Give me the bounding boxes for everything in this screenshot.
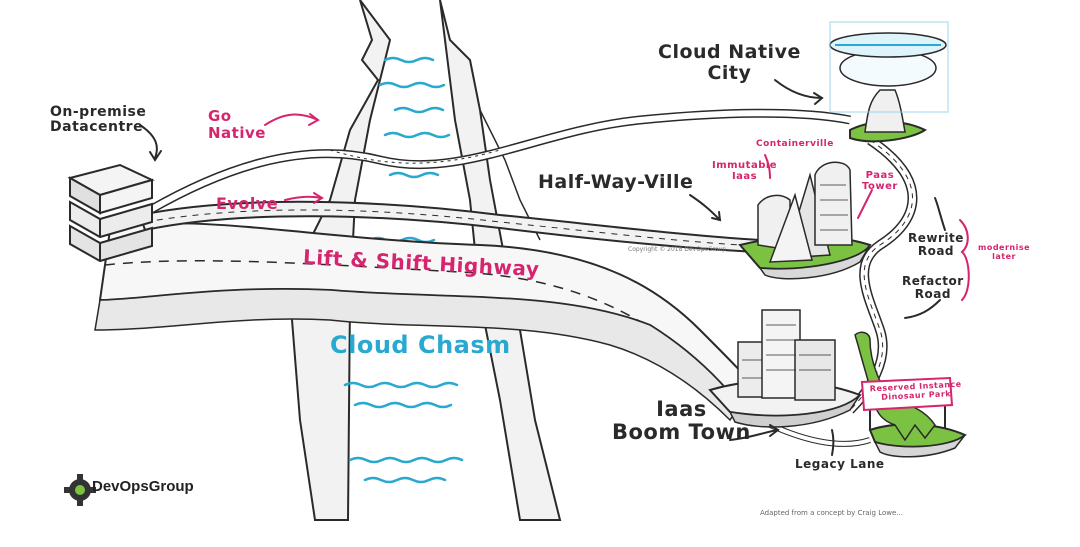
cloud-native-city-label: Cloud Native City — [658, 41, 801, 84]
on-premise-label: On-premise Datacentre — [50, 104, 147, 136]
server-stack-icon — [67, 163, 155, 263]
half-way-ville-label: Half-Way-Ville — [538, 171, 694, 193]
rewrite-road-label: Rewrite Road — [908, 231, 964, 259]
copyright-text: Copyright © 2018 DevOpsGroup — [628, 246, 727, 253]
immutable-iaas-label: Immutable Iaas — [712, 160, 778, 182]
modernise-later-label: modernise later — [978, 243, 1031, 261]
paas-tower-label: Paas Tower — [862, 170, 898, 192]
cloud-native-city-island — [829, 21, 949, 143]
refactor-road-label: Refactor Road — [902, 274, 964, 302]
cloud-chasm-label: Cloud Chasm — [330, 331, 511, 359]
legacy-lane-label: Legacy Lane — [795, 457, 885, 471]
half-way-ville-island — [738, 161, 872, 280]
go-native-road — [147, 108, 851, 214]
devopsgroup-gear-logo-icon — [64, 474, 96, 506]
devopsgroup-logo: DevOpsGroup — [62, 478, 194, 495]
evolve-label: Evolve — [216, 194, 279, 213]
containerville-label: Containerville — [756, 139, 834, 149]
iaas-boom-town-label: Iaas Boom Town — [612, 397, 751, 445]
go-native-label: Go Native — [208, 107, 266, 142]
dinosaur-park-sign — [860, 376, 954, 430]
lift-shift-highway — [94, 222, 762, 422]
iaas-boom-town — [708, 309, 862, 428]
credit-text: Adapted from a concept by Craig Lowe... — [760, 509, 903, 517]
logo-text: DevOpsGroup — [92, 478, 194, 495]
annotation-arrows — [139, 79, 970, 456]
